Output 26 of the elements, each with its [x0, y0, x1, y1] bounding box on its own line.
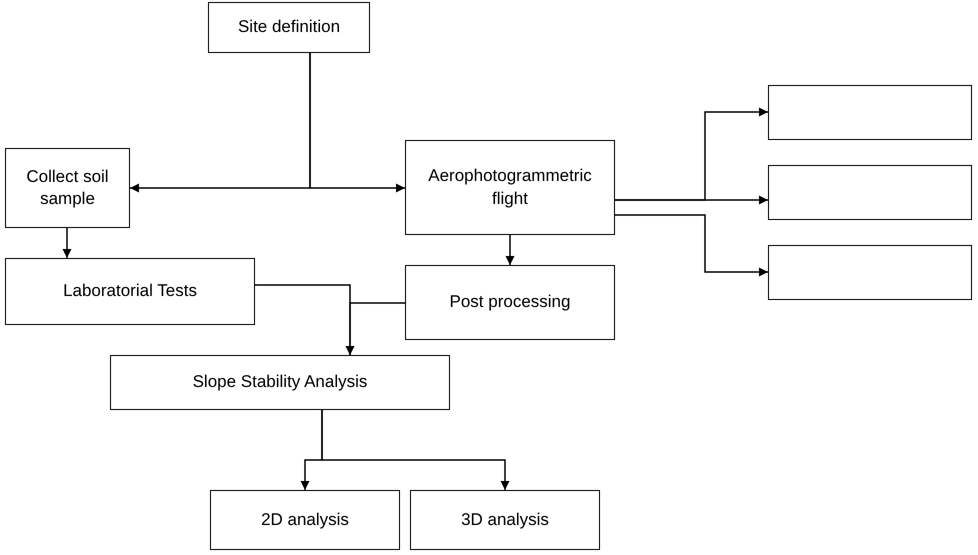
connector-arrow — [346, 302, 405, 355]
node-label: Slope Stability Analysis — [192, 371, 368, 394]
process-box — [5, 258, 255, 325]
empty-box — [768, 245, 972, 300]
connector-arrow — [615, 214, 768, 276]
node-label: Collect soil sample — [25, 166, 110, 210]
node-label: Laboratorial Tests — [63, 280, 197, 302]
connector-arrow — [506, 235, 514, 265]
node-label: 3D analysis — [461, 508, 549, 531]
connector-arrow — [62, 228, 72, 258]
node-label: 2D analysis — [261, 508, 349, 531]
process-box — [5, 148, 130, 228]
node-label: Site definition — [238, 16, 340, 38]
process-box — [405, 265, 615, 340]
empty-box — [768, 85, 972, 140]
connector-arrow — [321, 410, 510, 490]
empty-box — [768, 165, 972, 220]
process-box — [208, 2, 370, 53]
process-box — [110, 355, 450, 410]
node-label: Post processing — [450, 291, 570, 314]
node-label: Aerophotogrammetric flight — [427, 165, 593, 210]
connector-arrow — [309, 53, 405, 192]
process-box — [210, 490, 400, 550]
process-box — [410, 490, 600, 550]
process-box — [405, 140, 615, 235]
connector-arrow — [615, 196, 768, 204]
